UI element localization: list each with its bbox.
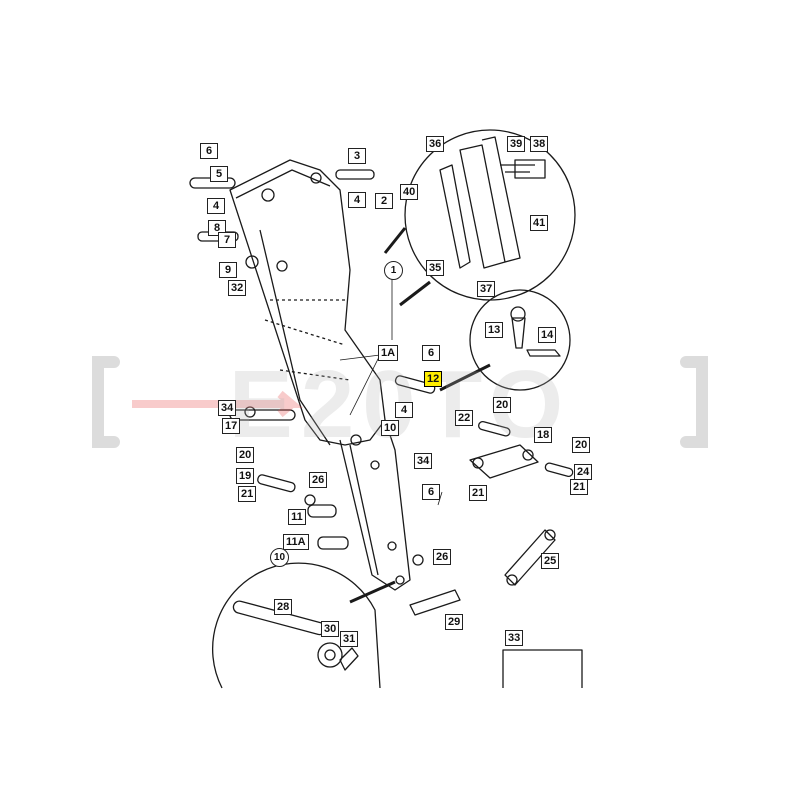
callout-18[interactable]: 18 — [534, 427, 553, 443]
callout-19[interactable]: 19 — [236, 468, 255, 484]
boom-arm — [229, 159, 411, 591]
callout-1a[interactable]: 1A — [378, 345, 399, 361]
callout-28[interactable]: 28 — [274, 599, 293, 615]
circled-callout-1[interactable]: 1 — [384, 261, 403, 280]
pins-left — [189, 169, 436, 566]
circled-callout-10[interactable]: 10 — [270, 548, 289, 567]
callout-31[interactable]: 31 — [340, 631, 359, 647]
callout-20[interactable]: 20 — [236, 447, 255, 463]
callout-25[interactable]: 25 — [541, 553, 560, 569]
callout-6[interactable]: 6 — [200, 143, 218, 159]
callout-33[interactable]: 33 — [505, 630, 524, 646]
callout-38[interactable]: 38 — [530, 136, 549, 152]
part-33-outline — [502, 649, 583, 688]
callout-32[interactable]: 32 — [228, 280, 247, 296]
callout-22[interactable]: 22 — [455, 410, 474, 426]
callout-2[interactable]: 2 — [375, 193, 393, 209]
callout-20[interactable]: 20 — [493, 397, 512, 413]
callout-4[interactable]: 4 — [207, 198, 225, 214]
callout-7[interactable]: 7 — [218, 232, 236, 248]
callout-5[interactable]: 5 — [210, 166, 228, 182]
callout-35[interactable]: 35 — [426, 260, 445, 276]
callout-12[interactable]: 12 — [424, 371, 443, 387]
detail-circle-linchpin — [439, 289, 571, 392]
callout-21[interactable]: 21 — [469, 485, 488, 501]
callout-13[interactable]: 13 — [485, 322, 504, 338]
detail-circle-pin — [212, 562, 396, 689]
callout-26[interactable]: 26 — [309, 472, 328, 488]
callout-30[interactable]: 30 — [321, 621, 340, 637]
callout-21[interactable]: 21 — [570, 479, 589, 495]
callout-11[interactable]: 11 — [288, 509, 306, 525]
callout-36[interactable]: 36 — [426, 136, 445, 152]
callout-17[interactable]: 17 — [222, 418, 241, 434]
callout-29[interactable]: 29 — [445, 614, 464, 630]
callout-6[interactable]: 6 — [422, 345, 440, 361]
callout-4[interactable]: 4 — [395, 402, 413, 418]
callout-10[interactable]: 10 — [381, 420, 400, 436]
callout-3[interactable]: 3 — [348, 148, 366, 164]
callout-41[interactable]: 41 — [530, 215, 549, 231]
links-right — [409, 421, 574, 616]
callout-4[interactable]: 4 — [348, 192, 366, 208]
callout-37[interactable]: 37 — [477, 281, 496, 297]
callout-20[interactable]: 20 — [572, 437, 591, 453]
callout-24[interactable]: 24 — [574, 464, 593, 480]
callout-21[interactable]: 21 — [238, 486, 257, 502]
callout-14[interactable]: 14 — [538, 327, 557, 343]
callout-26[interactable]: 26 — [433, 549, 452, 565]
callout-40[interactable]: 40 — [400, 184, 419, 200]
callout-11a[interactable]: 11A — [283, 534, 309, 550]
callout-34[interactable]: 34 — [218, 400, 237, 416]
callout-34[interactable]: 34 — [414, 453, 433, 469]
callout-39[interactable]: 39 — [507, 136, 526, 152]
callout-6[interactable]: 6 — [422, 484, 440, 500]
callout-9[interactable]: 9 — [219, 262, 237, 278]
